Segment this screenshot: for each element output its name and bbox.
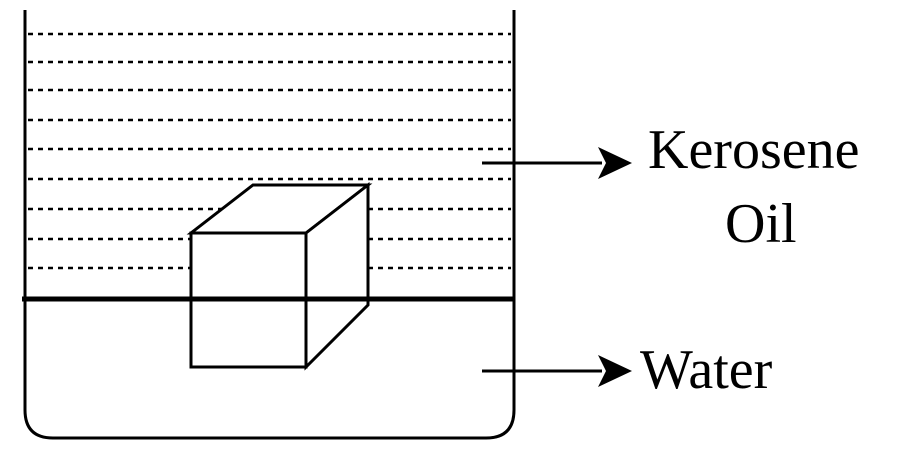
kerosene-label-line2: Oil [725, 193, 797, 255]
kerosene-arrow [482, 147, 632, 179]
floating-cube [186, 181, 373, 371]
kerosene-arrowhead [598, 147, 632, 179]
water-arrow [482, 355, 632, 387]
kerosene-label-line1: Kerosene [648, 119, 860, 181]
water-label: Water [640, 339, 773, 401]
beaker-outline [23, 10, 516, 440]
water-arrowhead [598, 355, 632, 387]
